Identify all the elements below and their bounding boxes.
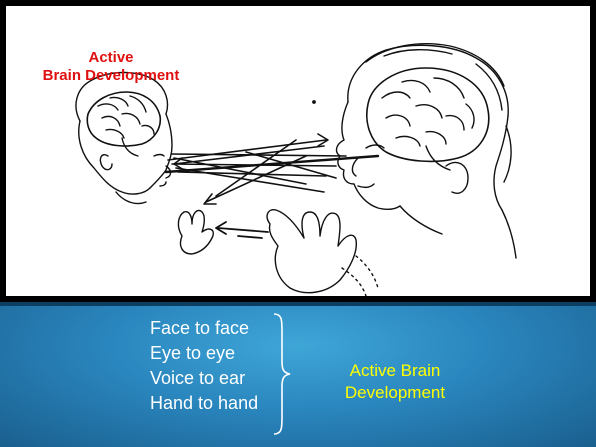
divider: [0, 302, 596, 306]
list-item: Hand to hand: [150, 391, 258, 416]
infant-head-icon: [76, 73, 172, 204]
interaction-list: Face to face Eye to eye Voice to ear Han…: [150, 316, 258, 416]
curly-brace-icon: [272, 312, 292, 436]
caption-line-2: Brain Development: [36, 67, 186, 85]
result-line-1: Active Brain: [320, 360, 470, 382]
interaction-arrows-icon: [166, 134, 378, 204]
list-item: Voice to ear: [150, 366, 258, 391]
adult-head-icon: [337, 44, 516, 258]
infant-hand-icon: [178, 211, 213, 255]
list-item: Eye to eye: [150, 341, 258, 366]
caption-active-brain-development: Active Brain Development: [36, 49, 186, 85]
dot-mark: [313, 101, 315, 103]
brain-illustration-panel: Active Brain Development: [6, 6, 590, 296]
list-item: Face to face: [150, 316, 258, 341]
result-text: Active Brain Development: [320, 360, 470, 404]
caption-line-1: Active: [36, 49, 186, 67]
bottom-panel: Face to face Eye to eye Voice to ear Han…: [0, 302, 596, 447]
hand-arrow-icon: [216, 222, 268, 238]
adult-hand-icon: [267, 210, 378, 296]
result-line-2: Development: [320, 382, 470, 404]
